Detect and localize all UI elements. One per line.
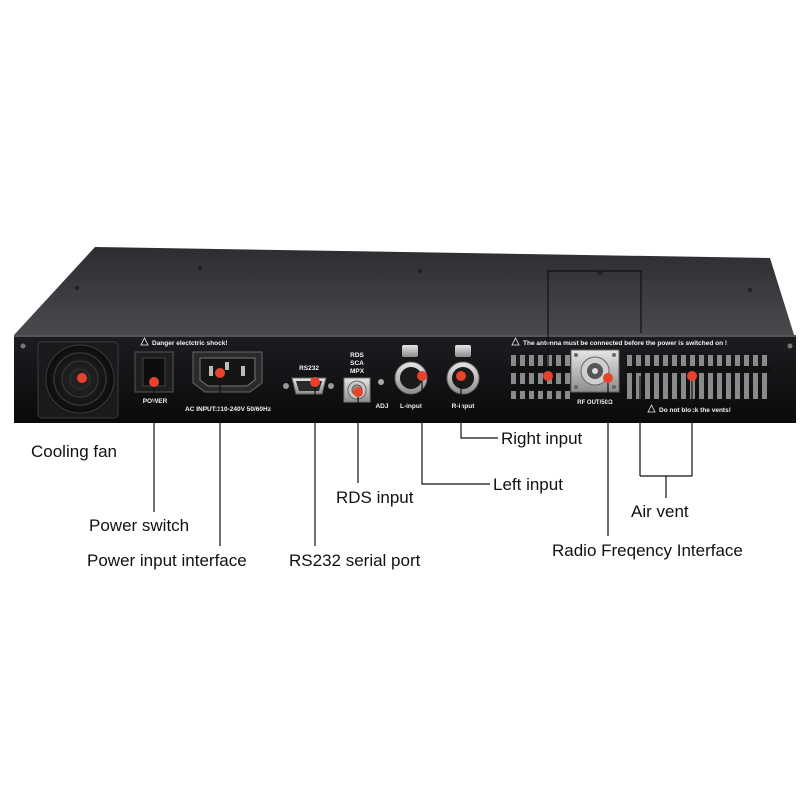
power-input-socket <box>192 351 263 393</box>
marker-power-input <box>215 368 225 378</box>
panel-screw <box>787 343 793 349</box>
l-input-label: L-input <box>400 403 423 410</box>
marker-air-vent-left <box>543 371 553 381</box>
marker-rf <box>603 373 613 383</box>
warning-icon <box>140 337 149 346</box>
callout-rds-input: RDS input <box>336 488 414 507</box>
rf-output-connector <box>570 349 620 393</box>
adj-knob <box>378 379 384 385</box>
callout-left-input: Left input <box>493 475 563 494</box>
marker-rds <box>353 387 363 397</box>
vent-warning: Do not block the vents! <box>659 407 731 414</box>
callout-power-switch: Power switch <box>89 516 190 535</box>
r-input-label: R-input <box>452 403 476 410</box>
marker-rs232 <box>310 377 320 387</box>
adj-label: ADJ <box>375 403 388 410</box>
rds-label-3: MPX <box>350 368 365 375</box>
rds-label-2: SCA <box>350 360 364 367</box>
leader-line-air-vent-top <box>547 270 642 376</box>
warning-icon <box>511 337 520 346</box>
air-vent-right-shade <box>627 366 772 373</box>
rds-label-1: RDS <box>350 352 364 359</box>
leader-line-left-input <box>421 376 490 485</box>
marker-right-input <box>456 371 466 381</box>
air-vent-left-shade <box>511 366 571 391</box>
power-label: POWER <box>143 398 168 405</box>
left-input-xlr <box>394 345 428 395</box>
warning-icon <box>647 404 656 413</box>
callout-markers <box>77 368 697 397</box>
callout-cooling-fan: Cooling fan <box>31 442 118 461</box>
antenna-warning: The antenna must be connected before the… <box>523 340 727 347</box>
marker-air-vent-right <box>687 371 697 381</box>
callout-air-vent: Air vent <box>631 502 689 521</box>
rf-out-label: RF OUT/50Ω <box>577 400 613 406</box>
callout-rs232-port: RS232 serial port <box>289 551 421 570</box>
chassis-top <box>14 247 795 338</box>
marker-left-input <box>417 371 427 381</box>
chassis-screws <box>75 266 752 292</box>
leader-lines <box>153 270 693 546</box>
ac-input-label: AC INPUT:110-240V 50/60Hz <box>185 406 272 413</box>
callout-right-input: Right input <box>501 429 583 448</box>
marker-power-switch <box>149 377 159 387</box>
danger-label: Danger electctric shock! <box>152 340 228 347</box>
rs232-label: RS232 <box>299 365 319 372</box>
panel-screw <box>20 343 26 349</box>
callout-power-input: Power input interface <box>87 551 247 570</box>
marker-cooling-fan <box>77 373 87 383</box>
callout-rf-interface: Radio Freqency Interface <box>552 541 743 560</box>
leader-line-right-input <box>460 376 498 439</box>
